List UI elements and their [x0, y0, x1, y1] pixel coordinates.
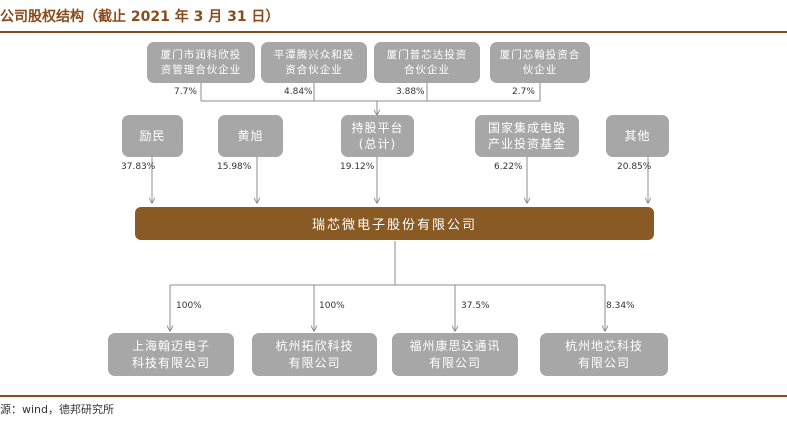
subsidiary-pct: 8.34% — [606, 301, 635, 311]
subsidiary-pct: 100% — [176, 301, 202, 311]
subsidiary-box: 杭州地芯科技有限公司 — [540, 333, 668, 376]
platform-holder-pct: 3.88% — [396, 87, 425, 97]
platform-holder-box: 厦门市润科欣投资管理合伙企业 — [147, 42, 255, 83]
subsidiary-box: 杭州拓欣科技有限公司 — [252, 333, 377, 376]
shareholder-pct: 37.83% — [121, 162, 156, 172]
platform-holder-pct: 4.84% — [284, 87, 313, 97]
subsidiary-pct: 37.5% — [461, 301, 490, 311]
shareholder-box: 其他 — [606, 115, 669, 157]
title-divider — [0, 31, 787, 33]
subsidiary-box: 福州康思达通讯有限公司 — [392, 333, 518, 376]
shareholder-box: 国家集成电路产业投资基金 — [475, 115, 579, 157]
subsidiary-box: 上海翰迈电子科技有限公司 — [108, 333, 234, 376]
platform-holder-pct: 7.7% — [174, 87, 197, 97]
shareholder-box: 黄旭 — [218, 115, 283, 157]
shareholder-pct: 19.12% — [340, 162, 375, 172]
platform-holder-box: 厦门普芯达投资合伙企业 — [374, 42, 480, 83]
platform-holder-pct: 2.7% — [512, 87, 535, 97]
shareholder-pct: 6.22% — [494, 162, 523, 172]
shareholder-box: 持股平台(总计) — [341, 115, 414, 157]
page-title: 公司股权结构（截止 2021 年 3 月 31 日） — [0, 9, 280, 25]
subsidiary-pct: 100% — [319, 301, 345, 311]
shareholder-box: 励民 — [122, 115, 183, 157]
source-note: 源：wind，德邦研究所 — [0, 403, 115, 416]
shareholder-pct: 20.85% — [617, 162, 652, 172]
shareholder-pct: 15.98% — [217, 162, 252, 172]
source-divider — [0, 395, 787, 397]
platform-holder-box: 平潭腾兴众和投资合伙企业 — [261, 42, 367, 83]
main-company-box: 瑞芯微电子股份有限公司 — [135, 207, 654, 240]
platform-holder-box: 厦门芯翰投资合伙企业 — [490, 42, 590, 83]
